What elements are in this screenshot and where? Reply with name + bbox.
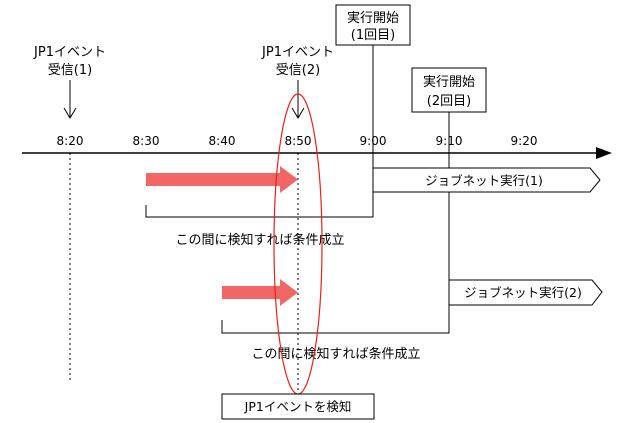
event1-label-line2: 受信(1) (48, 63, 92, 78)
event2-label-line1: JP1イベント (261, 45, 334, 60)
highlight-arrow1-head (280, 166, 298, 193)
start2-box (411, 67, 487, 113)
event2-arrowhead (291, 107, 305, 119)
event2-label-line2: 受信(2) (276, 63, 320, 78)
detect-box (221, 393, 375, 420)
tick-label-920: 9:20 (511, 134, 538, 148)
highlight-arrow1-shaft (146, 173, 280, 186)
start1-label-line2: (1回目) (351, 28, 395, 43)
event1-arrowhead (63, 107, 77, 119)
event1-label-line1: JP1イベント (33, 45, 106, 60)
detect-label: JP1イベントを検知 (244, 399, 352, 414)
highlight-arrow2-shaft (222, 286, 280, 299)
start2-label-line2: (2回目) (427, 94, 471, 109)
window2-bracket (221, 320, 450, 334)
tick-label-820: 8:20 (57, 134, 84, 148)
start2-label-line1: 実行開始 (423, 74, 475, 90)
window1-label: この間に検知すれば条件成立 (175, 232, 344, 248)
window2-label: この間に検知すれば条件成立 (251, 346, 420, 362)
jobnet-run2-shape (448, 279, 603, 306)
start1-box (335, 4, 411, 46)
tick-label-850: 8:50 (285, 134, 312, 148)
jobnet-run2-label: ジョブネット実行(2) (464, 285, 582, 300)
jobnet-run1-label: ジョブネット実行(1) (425, 173, 543, 188)
window1-bracket (145, 205, 374, 218)
jobnet-run1-shape (372, 167, 601, 193)
tick-label-840: 8:40 (209, 134, 236, 148)
start1-label-line1: 実行開始 (347, 10, 399, 26)
time-axis-arrowhead (596, 147, 612, 159)
tick-label-830: 8:30 (133, 134, 160, 148)
highlight-arrow2-head (280, 279, 298, 306)
